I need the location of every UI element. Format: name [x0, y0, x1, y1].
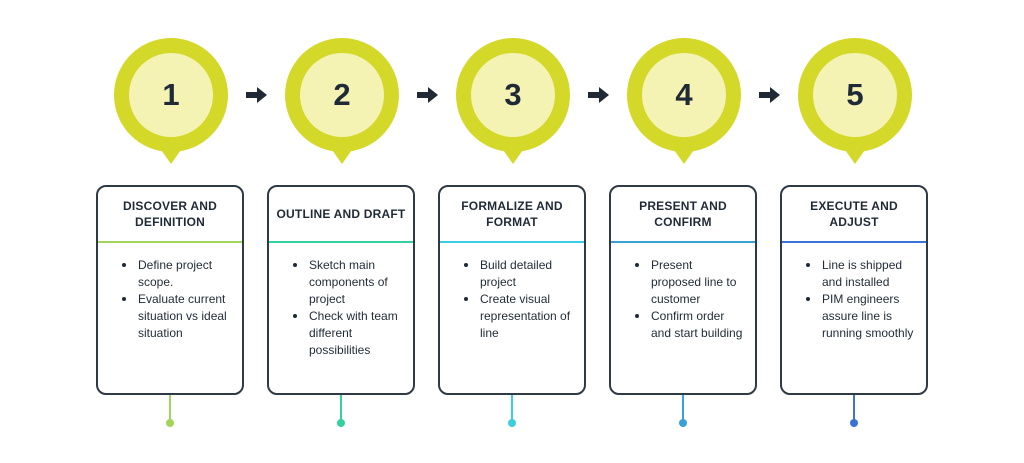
card-divider: [782, 241, 926, 243]
step-bullet-item: Build detailed project: [462, 257, 574, 291]
connector-stem: [853, 395, 855, 421]
pin-marker-icon: [456, 38, 570, 164]
step-card: FORMALIZE AND FORMAT Build detailed proje…: [438, 185, 586, 395]
connector-stem: [682, 395, 684, 421]
connector-dot: [166, 419, 174, 427]
step-number: 3: [504, 77, 522, 112]
step-bullet-item: Create visual representation of line: [462, 291, 574, 342]
pin-marker-icon: [627, 38, 741, 164]
step-title: DISCOVER AND DEFINITION: [123, 199, 217, 229]
step-bullet-item: PIM engineers assure line is running smo…: [804, 291, 916, 342]
step-card: PRESENT AND CONFIRM Present proposed line…: [609, 185, 757, 395]
step-bullet-item: Check with team different possibilities: [291, 308, 403, 359]
pin-marker-icon: [285, 38, 399, 164]
step-number-pin: 5: [794, 37, 916, 167]
card-divider: [98, 241, 242, 243]
step-number-pin: 2: [281, 37, 403, 167]
step-bullet-item: Line is shipped and installed: [804, 257, 916, 291]
connector-dot: [850, 419, 858, 427]
pin-marker-icon: [798, 38, 912, 164]
step-bullet-item: Define project scope.: [120, 257, 232, 291]
step-bullet-item: Evaluate current situation vs ideal situ…: [120, 291, 232, 342]
step-bullet-item: Confirm order and start building: [633, 308, 745, 342]
step-title: OUTLINE AND DRAFT: [276, 207, 406, 221]
step-card: EXECUTE AND ADJUST Line is shipped and in…: [780, 185, 928, 395]
step-card: DISCOVER AND DEFINITION Define project sc…: [96, 185, 244, 395]
step-title: EXECUTE AND ADJUST: [810, 199, 898, 229]
pin-marker-icon: [114, 38, 228, 164]
step-number: 5: [846, 77, 864, 112]
step-number: 4: [675, 77, 693, 112]
connector-stem: [511, 395, 513, 421]
step-number-pin: 4: [623, 37, 745, 167]
arrow-right-icon: [759, 86, 781, 104]
arrow-right-icon: [246, 86, 268, 104]
step-number: 1: [162, 77, 180, 112]
connector-dot: [508, 419, 516, 427]
connector-dot: [679, 419, 687, 427]
step-number: 2: [333, 77, 351, 112]
step-number-pin: 3: [452, 37, 574, 167]
step-card: OUTLINE AND DRAFT Sketch main components …: [267, 185, 415, 395]
arrow-right-icon: [588, 86, 610, 104]
arrow-right-icon: [417, 86, 439, 104]
step-number-pin: 1: [110, 37, 232, 167]
step-title: FORMALIZE AND FORMAT: [461, 199, 563, 229]
step-bullet-item: Sketch main components of project: [291, 257, 403, 308]
connector-stem: [169, 395, 171, 421]
step-bullet-item: Present proposed line to customer: [633, 257, 745, 308]
step-bullet-list: Define project scope.Evaluate current si…: [98, 243, 242, 342]
card-divider: [269, 241, 413, 243]
connector-dot: [337, 419, 345, 427]
card-divider: [440, 241, 584, 243]
connector-stem: [340, 395, 342, 421]
step-title: PRESENT AND CONFIRM: [639, 199, 727, 229]
card-divider: [611, 241, 755, 243]
